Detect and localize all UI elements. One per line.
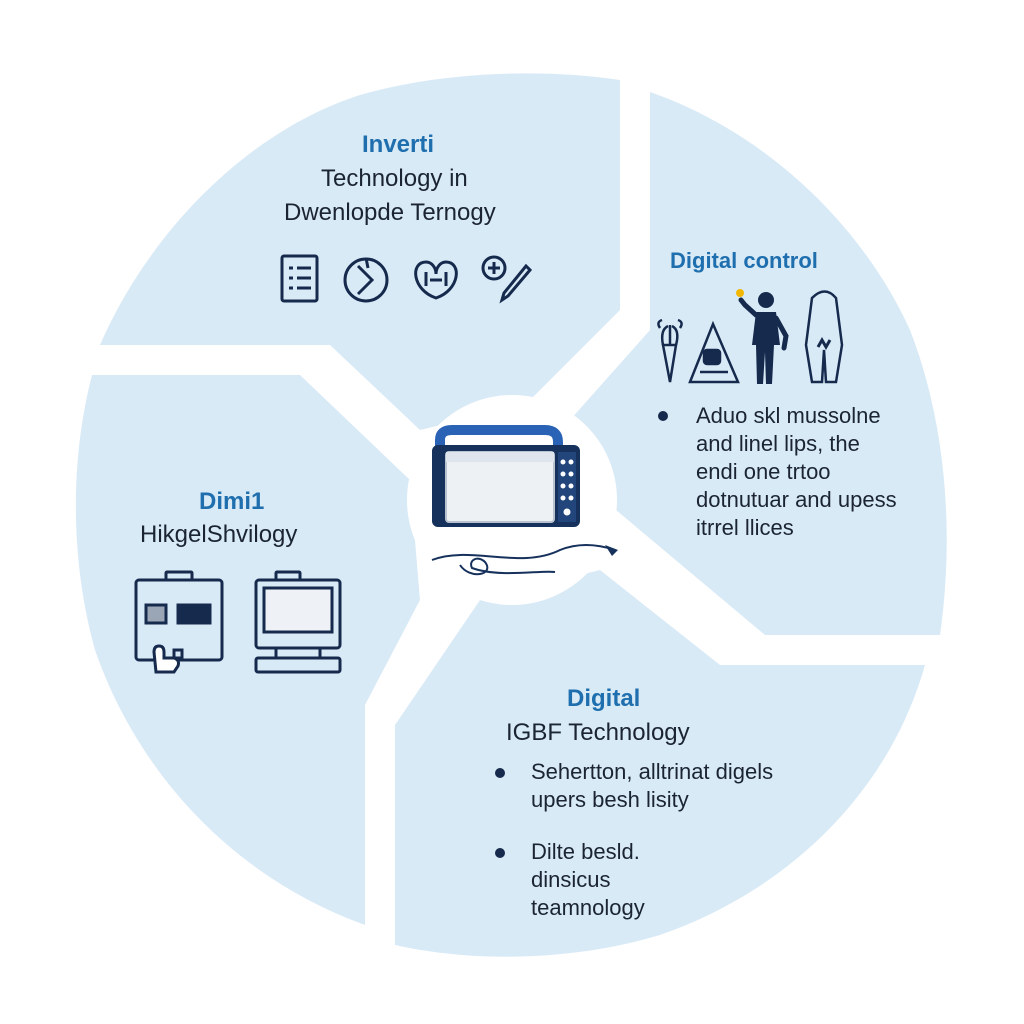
right-line: dotnutuar and upess xyxy=(696,487,897,512)
right-line: Aduo skl mussolne xyxy=(696,403,881,428)
top-segment-title: Inverti xyxy=(362,131,435,158)
computer-monitor-icon xyxy=(254,570,342,674)
bullet-line: Dilte besld. xyxy=(531,839,640,864)
bullet-line: teamnology xyxy=(531,895,645,920)
welding-machine-icon xyxy=(431,425,618,576)
bottom-segment xyxy=(395,570,925,957)
top-segment-line2: Dwenlopde Ternogy xyxy=(284,199,496,226)
right-segment-title: Digital control xyxy=(670,248,818,273)
sprout-plant-icon xyxy=(657,318,683,383)
bullet-dot xyxy=(658,411,668,421)
left-segment xyxy=(75,375,420,925)
right-line: itrrel llices xyxy=(696,515,794,540)
bottom-segment-title: Digital xyxy=(567,685,641,712)
bullet-dot xyxy=(495,848,505,858)
left-segment-title: Dimi1 xyxy=(199,488,265,515)
circle-arrow-icon xyxy=(343,257,389,303)
heart-shape-icon xyxy=(414,260,458,300)
bullet-line: Sehertton, alltrinat digels xyxy=(531,759,774,784)
bullet-line: upers besh lisity xyxy=(531,787,689,812)
pen-tool-icon xyxy=(481,255,533,304)
bottom-segment-subtitle: IGBF Technology xyxy=(506,719,690,746)
bullet-item: Dilte besld. dinsicus teamnology xyxy=(495,838,773,922)
bullet-dot xyxy=(495,768,505,778)
left-segment-subtitle: HikgelShvilogy xyxy=(140,521,298,548)
businessman-figure-icon xyxy=(736,289,789,384)
right-line: and linel lips, the xyxy=(696,431,860,456)
top-segment xyxy=(100,73,620,431)
right-line: endi one trtoo xyxy=(696,459,831,484)
triangle-tent-icon xyxy=(688,320,740,384)
document-list-icon xyxy=(280,254,319,303)
top-segment-line1: Technology in xyxy=(321,165,468,192)
bottom-bullet-list: Sehertton, alltrinat digels upers besh l… xyxy=(495,758,773,922)
bullet-line: dinsicus xyxy=(531,867,611,892)
robot-figure-icon xyxy=(804,290,844,384)
bullet-item: Sehertton, alltrinat digels upers besh l… xyxy=(495,758,773,814)
touch-panel-icon xyxy=(134,570,224,674)
